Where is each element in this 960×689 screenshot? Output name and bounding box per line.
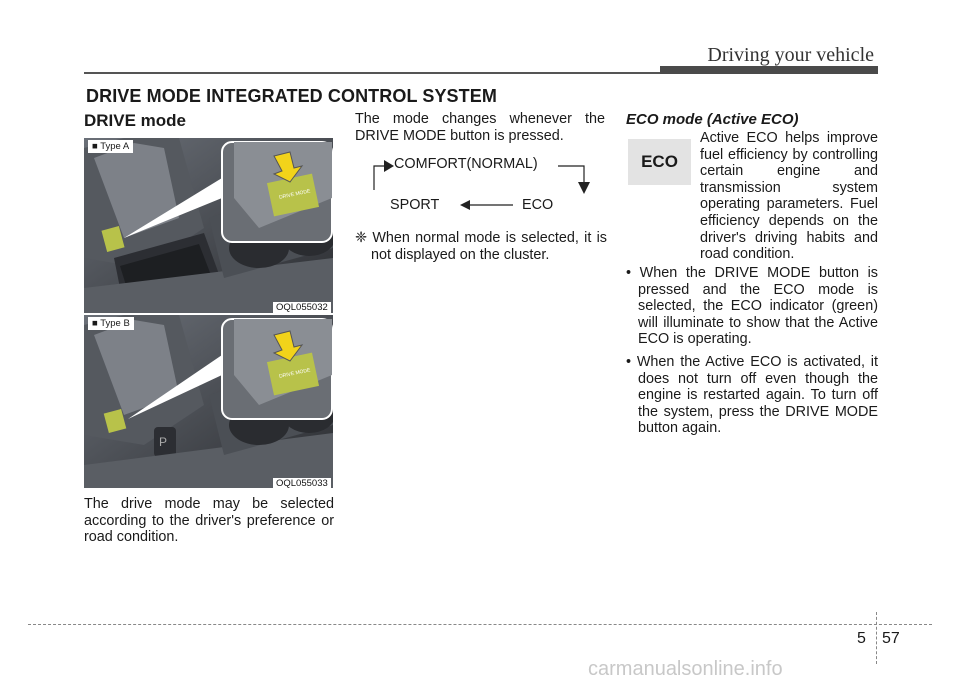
drive-mode-heading: DRIVE mode: [84, 111, 187, 130]
comfort-mode-label: COMFORT(NORMAL): [394, 156, 538, 172]
fig-b-type-tag: ■ Type B: [88, 317, 134, 330]
watermark: carmanualsonline.info: [588, 658, 783, 680]
section-header: Driving your vehicle: [707, 44, 874, 66]
svg-text:P: P: [159, 435, 167, 449]
eco-bullet-item: • When the DRIVE MODE button is pressed …: [626, 265, 878, 348]
drive-mode-paragraph: The drive mode may be selected according…: [84, 496, 334, 546]
mode-change-paragraph: The mode changes whenever the DRIVE MODE…: [355, 111, 605, 144]
fig-a-code: OQL055032: [273, 302, 331, 313]
eco-bullet-list: • When the DRIVE MODE button is pressed …: [626, 265, 878, 443]
mode-cycle-arrows: [373, 160, 590, 210]
console-illustration-b: P DRIVE MODE: [84, 315, 333, 488]
cluster-note: ❈ When normal mode is selected, it is no…: [355, 230, 607, 263]
page-number: 57: [882, 630, 900, 647]
sport-mode-label: SPORT: [390, 197, 440, 213]
eco-indicator-badge: ECO: [628, 139, 691, 185]
fig-a-type-tag: ■ Type A: [88, 140, 134, 153]
chapter-number: 5: [857, 630, 866, 647]
header-rule: [84, 72, 664, 74]
console-illustration-a: DRIVE MODE: [84, 138, 333, 313]
page-number-divider: [876, 612, 877, 664]
header-rule-bar: [660, 66, 878, 74]
footer-rule: [28, 624, 932, 625]
eco-bullet-item: • When the Active ECO is activated, it d…: [626, 353, 878, 437]
fig-b-code: OQL055033: [273, 478, 331, 489]
figure-type-b: P DRIVE MODE: [84, 315, 333, 488]
eco-intro-paragraph: Active ECO helps improve fuel efficiency…: [700, 130, 878, 263]
figure-type-a: DRIVE MODE: [84, 138, 333, 313]
eco-mode-heading: ECO mode (Active ECO): [626, 111, 799, 128]
eco-mode-label: ECO: [522, 197, 554, 213]
page-title: DRIVE MODE INTEGRATED CONTROL SYSTEM: [86, 86, 497, 106]
mode-cycle-diagram: COMFORT(NORMAL) SPORT ECO: [368, 150, 598, 220]
